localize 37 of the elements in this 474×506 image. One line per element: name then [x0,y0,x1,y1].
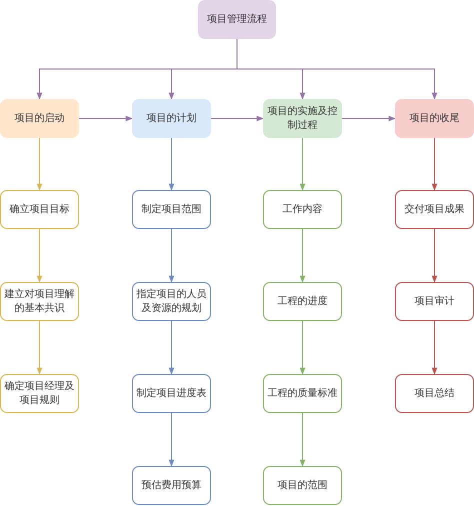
process-box: 项目的收尾 [395,99,474,138]
arrow [432,138,438,191]
arrow [342,116,396,122]
process-box: 制定项目范围 [132,190,211,229]
process-box: 工程的质量标准 [263,374,342,413]
process-box: 制定项目进度表 [132,374,211,413]
process-box: 确立项目目标 [0,190,79,229]
arrow [300,412,306,467]
process-box: 确定项目经理及项目规则 [0,374,79,413]
arrow [432,320,438,375]
arrow [210,116,264,122]
arrow [168,228,174,283]
arrow [36,138,42,191]
process-box: 项目的启动 [0,99,79,138]
arrow [300,320,306,375]
process-box: 指定项目的人员及资源的规划 [132,282,211,321]
process-box: 项目的范围 [263,466,342,505]
process-box: 工作内容 [263,190,342,229]
arrow [300,228,306,283]
process-box: 项目审计 [395,282,474,321]
arrow [36,320,42,375]
arrow [168,412,174,467]
arrow [168,320,174,375]
process-box: 建立对项目理解的基本共识 [0,282,79,321]
title-box: 项目管理流程 [198,0,276,39]
arrow [168,138,174,191]
process-box: 项目总结 [395,374,474,413]
arrow [300,138,306,191]
process-box: 工程的进度 [263,282,342,321]
process-box: 项目的计划 [132,99,211,138]
process-box: 预估费用预算 [132,466,211,505]
arrow [78,116,133,122]
arrow [36,228,42,283]
process-box: 交付项目成果 [395,190,474,229]
process-box: 项目的实施及控制过程 [263,99,342,138]
arrow [432,228,438,283]
arrow [236,38,438,100]
